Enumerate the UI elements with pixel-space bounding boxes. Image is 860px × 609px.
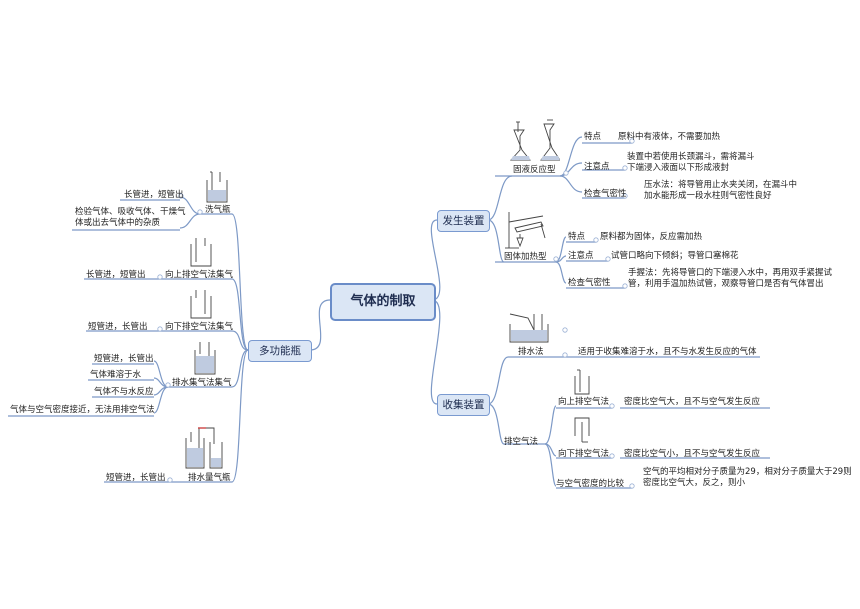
- liquid-note-key: 注意点: [584, 162, 610, 172]
- solid-check-key: 检查气密性: [568, 278, 611, 288]
- solid-check-value: 手握法：先将导管口的下端浸入水中，再用双手紧握试 管，利用手温加热试管，观察导管…: [628, 268, 833, 289]
- wash-bottle-pipe: 长管进，短管出: [124, 190, 184, 200]
- topic-fashen[interactable]: 发生装置: [437, 210, 490, 232]
- gas-washing-bottle-icon: [206, 171, 228, 203]
- water-method-label[interactable]: 排水法: [518, 347, 544, 357]
- downward-collect-label[interactable]: 向下排空气法集气: [165, 322, 234, 332]
- link-root-fashen: [430, 219, 441, 301]
- upward-air-bottle-icon: [574, 369, 590, 395]
- solid-note-value: 试管口略向下倾斜；导管口塞棉花: [611, 251, 739, 261]
- measuring-bottle-icon: [185, 427, 223, 469]
- liquid-check-value: 压水法：将导管用止水夹关闭，在漏斗中 加水能形成一段水柱则气密性良好: [644, 180, 798, 201]
- water-collect-cond-3: 气体与空气密度接近，无法用排空气法: [10, 405, 155, 415]
- water-method-desc: 适用于收集难溶于水，且不与水发生反应的气体: [578, 347, 757, 357]
- water-collect-label[interactable]: 排水集气法集气: [172, 378, 232, 388]
- liquid-check-key: 检查气密性: [584, 189, 627, 199]
- water-collect-pipe: 短管进，长管出: [94, 354, 154, 364]
- water-collect-cond-1: 气体难溶于水: [90, 370, 142, 380]
- wash-bottle-label[interactable]: 洗气瓶: [205, 205, 231, 215]
- link-root-shouji: [430, 299, 441, 405]
- liquid-feature-value: 原料中有液体，不需要加热: [618, 132, 721, 142]
- test-tube-heating-icon: [505, 212, 546, 249]
- solid-type-label[interactable]: 固体加热型: [504, 252, 547, 262]
- liquid-note-value: 装置中若使用长颈漏斗，需将漏斗 下端浸入液面以下形成液封: [627, 152, 755, 173]
- downward-air-desc: 密度比空气小，且不与空气发生反应: [624, 449, 761, 459]
- downward-air-bottle-icon: [574, 417, 590, 443]
- air-density-compare-label[interactable]: 与空气密度的比较: [556, 479, 625, 489]
- downward-collect-bottle-icon: [190, 290, 212, 319]
- upward-air-label[interactable]: 向上排空气法: [558, 397, 610, 407]
- water-collect-bottle-icon: [194, 342, 216, 375]
- link-root-duogong: [309, 299, 331, 351]
- upward-collect-label[interactable]: 向上排空气法集气: [165, 270, 234, 280]
- air-density-compare-desc: 空气的平均相对分子质量为29，相对分子质量大于29则 密度比空气大，反之，则小: [643, 467, 852, 488]
- upward-air-desc: 密度比空气大，且不与空气发生反应: [624, 397, 761, 407]
- solid-feature-key: 特点: [568, 232, 586, 242]
- flask-funnel-icon: [509, 119, 560, 161]
- downward-air-label[interactable]: 向下排空气法: [558, 449, 610, 459]
- water-trough-icon: [509, 313, 549, 343]
- upward-collect-bottle-icon: [190, 238, 212, 267]
- wash-bottle-desc: 检验气体、吸收气体、干燥气 体或出去气体中的杂质: [75, 207, 186, 228]
- water-collect-cond-2: 气体不与水反应: [94, 387, 154, 397]
- upward-collect-pipe: 长管进，短管出: [86, 270, 146, 280]
- topic-shouji[interactable]: 收集装置: [437, 394, 490, 416]
- solid-note-key: 注意点: [568, 251, 594, 261]
- measuring-bottle-label[interactable]: 排水量气瓶: [188, 473, 231, 483]
- air-method-label[interactable]: 排空气法: [504, 437, 539, 447]
- liquid-type-label[interactable]: 固液反应型: [513, 165, 556, 175]
- downward-collect-pipe: 短管进，长管出: [88, 322, 148, 332]
- liquid-feature-key: 特点: [584, 132, 602, 142]
- solid-feature-value: 原料都为固体，反应需加热: [600, 232, 703, 242]
- root-topic[interactable]: 气体的制取: [330, 283, 436, 321]
- measuring-bottle-pipe: 短管进，长管出: [106, 473, 166, 483]
- topic-duogong[interactable]: 多功能瓶: [248, 340, 312, 362]
